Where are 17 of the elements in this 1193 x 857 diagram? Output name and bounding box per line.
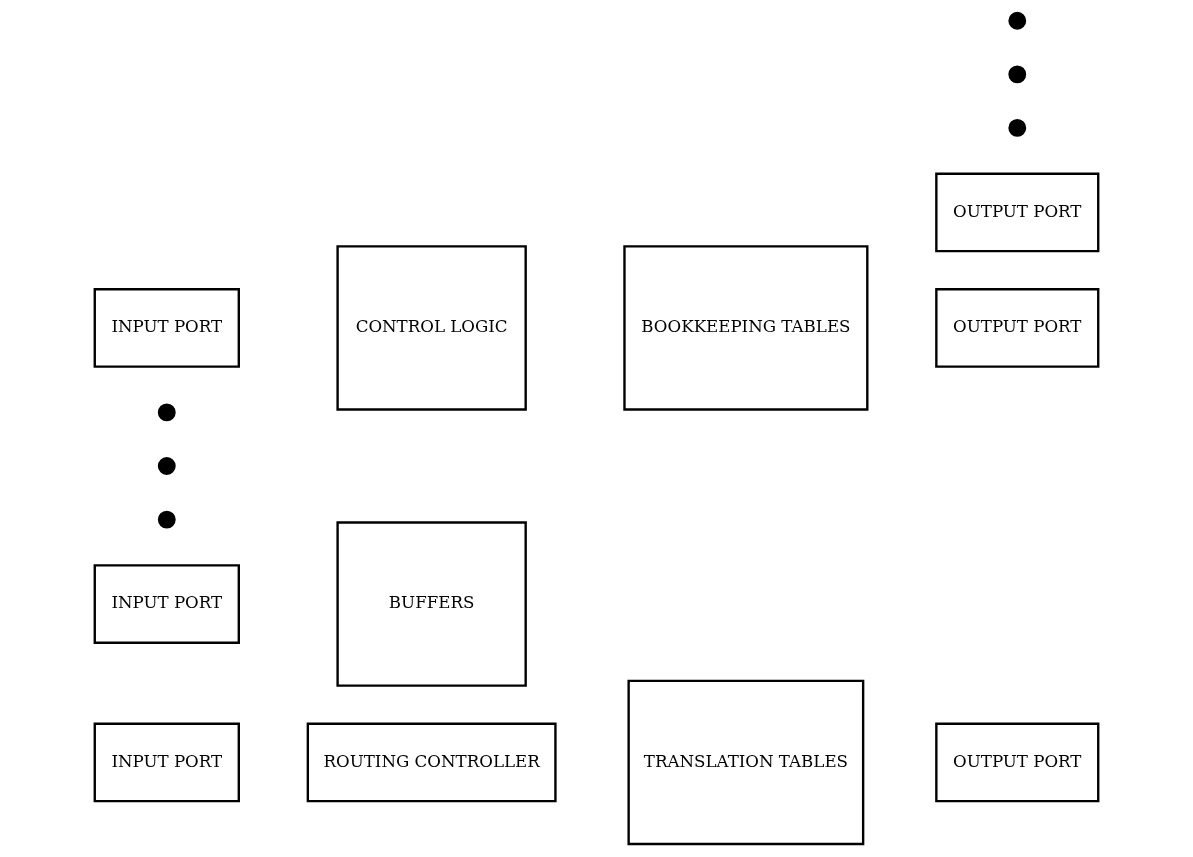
node-circle bbox=[1008, 119, 1027, 137]
node-box: INPUT PORT bbox=[93, 564, 240, 644]
node-box: OUTPUT PORT bbox=[935, 172, 1100, 253]
node-box: INPUT PORT bbox=[93, 288, 240, 368]
node-box: OUTPUT PORT bbox=[935, 288, 1100, 368]
node-circle bbox=[157, 510, 176, 529]
node-box: TRANSLATION TABLES bbox=[627, 679, 865, 846]
node-box: BUFFERS bbox=[336, 521, 527, 687]
node-circle bbox=[157, 403, 176, 422]
node-box: INPUT PORT bbox=[93, 722, 240, 803]
node-circle bbox=[157, 457, 176, 475]
node-box: BOOKKEEPING TABLES bbox=[623, 245, 869, 411]
node-circle bbox=[1008, 65, 1027, 84]
node-box: OUTPUT PORT bbox=[935, 722, 1100, 803]
node-box: ROUTING CONTROLLER bbox=[306, 722, 557, 803]
node-circle bbox=[1008, 11, 1027, 30]
node-box: CONTROL LOGIC bbox=[336, 245, 527, 411]
